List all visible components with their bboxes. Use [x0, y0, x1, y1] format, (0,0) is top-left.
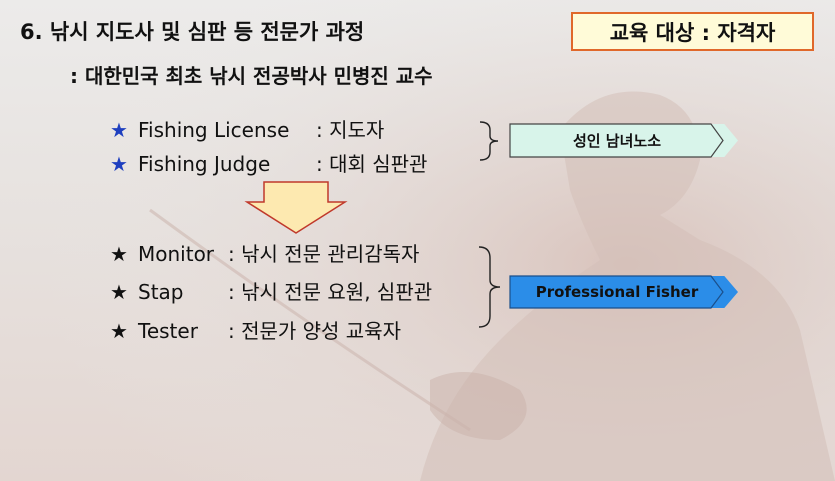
professional-fisher-label: Professional Fisher — [510, 276, 738, 308]
item-value: : 지도자 — [316, 118, 385, 142]
item-value: : 낚시 전문 요원, 심판관 — [228, 280, 433, 304]
down-arrow-icon — [244, 181, 348, 234]
star-icon: ★ — [110, 242, 128, 266]
star-icon: ★ — [110, 152, 128, 176]
item-key: Tester — [138, 319, 198, 343]
item-key: Fishing License — [138, 118, 290, 142]
adult-target-label: 성인 남녀노소 — [510, 124, 738, 157]
item-key: Monitor — [138, 242, 215, 266]
list-item: ★ Stap : 낚시 전문 요원, 심판관 — [110, 276, 432, 305]
item-key: Fishing Judge — [138, 152, 271, 176]
label-arrow-outline — [509, 275, 724, 309]
page-subtitle: : 대한민국 최초 낚시 전공박사 민병진 교수 — [70, 64, 433, 88]
star-icon: ★ — [110, 280, 128, 304]
target-audience-box: 교육 대상 : 자격자 — [571, 12, 814, 51]
item-key: Stap — [138, 280, 184, 304]
adult-target-text: 성인 남녀노소 — [572, 132, 662, 150]
star-icon: ★ — [110, 319, 128, 343]
list-item: ★ Tester : 전문가 양성 교육자 — [110, 315, 401, 344]
list-item: ★ Fishing Judge : 대회 심판관 — [110, 148, 427, 177]
label-arrow-outline — [509, 123, 724, 158]
star-icon: ★ — [110, 118, 128, 142]
item-value: : 전문가 양성 교육자 — [228, 319, 402, 343]
list-item: ★ Monitor : 낚시 전문 관리감독자 — [110, 238, 419, 267]
professional-fisher-text: Professional Fisher — [535, 283, 699, 301]
item-value: : 대회 심판관 — [316, 152, 428, 176]
list-item: ★ Fishing License : 지도자 — [110, 114, 384, 143]
target-audience-label: 교육 대상 : 자격자 — [609, 20, 776, 45]
item-value: : 낚시 전문 관리감독자 — [228, 242, 420, 266]
page-title: 6. 낚시 지도사 및 심판 등 전문가 과정 — [20, 20, 365, 44]
right-brace-icon — [478, 246, 501, 328]
right-brace-icon — [479, 121, 499, 161]
